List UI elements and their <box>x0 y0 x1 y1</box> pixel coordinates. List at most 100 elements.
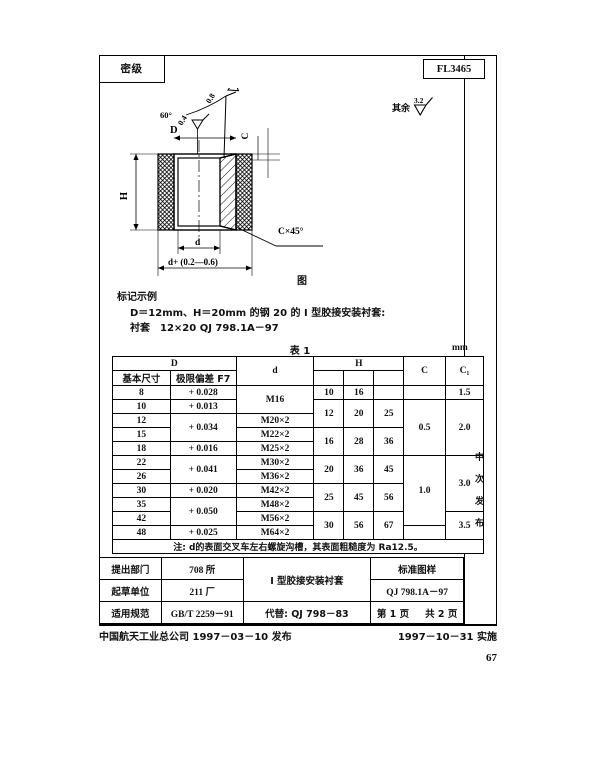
bushing-cross-section-drawing: H D C 60° 0.8 <box>108 88 408 283</box>
cell-h2: 20 <box>343 399 375 428</box>
table-note: 注: d的表面交叉车左右螺旋沟槽，其表面粗糙度为 Ra12.5。 <box>112 539 484 554</box>
cell-d: M42×2 <box>235 483 315 498</box>
replaces-value: 代替: QJ 798－83 <box>242 601 372 624</box>
standard-number: QJ 798.1A－97 <box>370 579 464 602</box>
cell-C1: 1.5 <box>445 385 484 400</box>
table-header-row-1: D d H C C₁ <box>112 356 484 386</box>
cell-d: M20×2 <box>235 413 315 428</box>
cell-h2: 16 <box>343 385 375 400</box>
cell-D-basic: 22 <box>112 455 171 470</box>
cell-tol: + 0.028 <box>169 385 237 400</box>
cell-d: M25×2 <box>235 441 315 456</box>
header-D-tolerance: 极限偏差 F7 <box>169 370 237 386</box>
cell-tol: + 0.034 <box>169 413 237 442</box>
cell-h1: 30 <box>313 511 345 540</box>
cell-D-basic: 35 <box>112 497 171 512</box>
cell-D-basic: 42 <box>112 511 171 526</box>
drafting-unit-value: 211 厂 <box>160 579 244 602</box>
cell-h3: 67 <box>373 511 405 540</box>
publication-effective: 1997－10－31 实施 <box>397 632 497 643</box>
standard-type-label: 标准图样 <box>370 557 464 580</box>
cell-h2: 56 <box>343 511 375 540</box>
title-block-row-2: 起草单位 211 厂 QJ 798.1A－97 <box>99 579 464 602</box>
cell-C: 0.5 <box>403 399 447 456</box>
cell-D-basic: 18 <box>112 441 171 456</box>
header-D-group: D <box>112 356 237 371</box>
cell-C <box>403 525 447 540</box>
proposing-dept-value: 708 所 <box>160 557 244 580</box>
drawing-number-box: FL3465 <box>423 59 485 79</box>
cell-D-basic: 15 <box>112 427 171 442</box>
cell-h2: 28 <box>343 427 375 456</box>
header-C: C <box>403 356 447 386</box>
header-H-sub1 <box>313 370 345 386</box>
cell-d: M22×2 <box>235 427 315 442</box>
cell-D-basic: 30 <box>112 483 171 498</box>
svg-text:d+ (0.2—0.6): d+ (0.2—0.6) <box>168 257 218 267</box>
cell-d: M64×2 <box>235 525 315 540</box>
classification-box: 密级 <box>99 55 165 83</box>
header-H-sub3 <box>373 370 405 386</box>
part-name: Ⅰ 型胶接安装衬套 <box>242 557 372 602</box>
cell-D-basic: 8 <box>112 385 171 400</box>
cell-h3 <box>373 385 405 400</box>
cell-C <box>403 385 447 400</box>
title-block: 提出部门 708 所 Ⅰ 型胶接安装衬套 标准图样 起草单位 211 厂 QJ … <box>99 557 464 624</box>
cell-d: M48×2 <box>235 497 315 512</box>
cell-h3: 45 <box>373 455 405 484</box>
title-block-row-1: 提出部门 708 所 Ⅰ 型胶接安装衬套 标准图样 <box>99 557 464 602</box>
page-total: 共 2 页 <box>425 608 458 620</box>
cell-d: M16 <box>235 385 315 414</box>
publication-issuer: 中国航天工业总公司 1997－03－10 发布 <box>99 632 292 643</box>
cell-h1: 10 <box>313 385 345 400</box>
roughness-symbol-icon: 3.2 <box>413 96 435 116</box>
cell-h2: 36 <box>343 455 375 484</box>
header-H: H <box>313 356 405 371</box>
cell-tol: + 0.050 <box>169 497 237 526</box>
cell-d: M36×2 <box>235 469 315 484</box>
cell-d: M56×2 <box>235 511 315 526</box>
figure-caption: 图 <box>297 276 307 287</box>
table-row: 26 M36×2 <box>112 469 484 484</box>
cell-h1: 16 <box>313 427 345 456</box>
proposing-dept-label: 提出部门 <box>99 557 162 580</box>
svg-text:H: H <box>119 192 130 200</box>
page-number: 67 <box>486 652 497 664</box>
cell-D-basic: 12 <box>112 413 171 428</box>
svg-text:C: C <box>241 132 251 139</box>
publication-rule <box>99 625 497 626</box>
cell-tol: + 0.020 <box>169 483 237 498</box>
general-roughness-note: 其余 3.2 <box>392 96 435 116</box>
cell-D-basic: 48 <box>112 525 171 540</box>
svg-text:C×45°: C×45° <box>278 226 304 237</box>
page-current: 第 1 页 <box>376 608 410 620</box>
header-D-basic: 基本尺寸 <box>112 370 171 386</box>
header-d: d <box>235 356 315 386</box>
svg-text:0.8: 0.8 <box>204 92 217 105</box>
svg-text:d: d <box>195 238 201 248</box>
table-unit-label: mm <box>452 343 468 353</box>
drafting-unit-label: 起草单位 <box>99 579 162 602</box>
cell-tol: + 0.041 <box>169 455 237 484</box>
svg-text:3.2: 3.2 <box>414 96 424 105</box>
cell-h1: 25 <box>313 483 345 512</box>
cell-h3: 56 <box>373 483 405 512</box>
sheet-right-divider <box>464 55 465 625</box>
cell-tol: + 0.013 <box>169 399 237 414</box>
cell-D-basic: 26 <box>112 469 171 484</box>
marking-example-line2: 衬套 12×20 QJ 798.1A－97 <box>130 323 279 334</box>
cell-h1: 12 <box>313 399 345 428</box>
roughness-others-label: 其余 <box>392 104 411 114</box>
cell-C: 1.0 <box>403 455 447 526</box>
